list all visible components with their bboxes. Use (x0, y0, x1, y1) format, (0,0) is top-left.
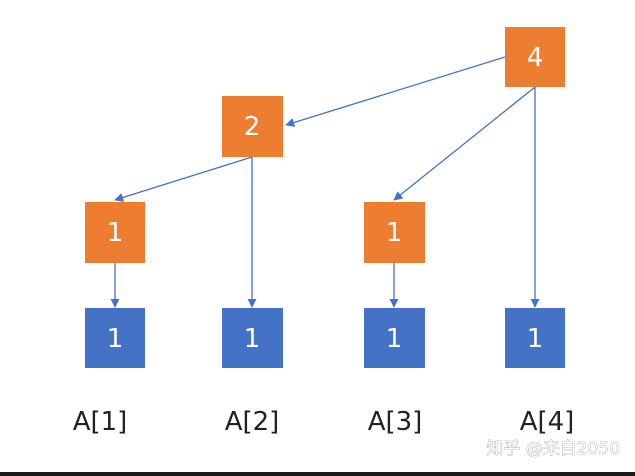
node-c1a-value: 1 (107, 218, 124, 248)
node-a1-value: 1 (107, 324, 124, 354)
array-label-4: A[4] (520, 407, 575, 437)
node-c4: 4 (505, 27, 565, 87)
node-a3-value: 1 (386, 324, 403, 354)
node-c2-value: 2 (244, 112, 261, 142)
array-label-3: A[3] (368, 407, 423, 437)
node-c1b: 1 (364, 202, 425, 263)
node-c2: 2 (222, 96, 283, 157)
node-c1a: 1 (85, 202, 145, 263)
edges (110, 56, 540, 308)
edge-c4-to-c2 (285, 56, 506, 127)
node-a2: 1 (222, 308, 283, 368)
node-a4-value: 1 (527, 324, 544, 354)
node-c4-value: 4 (527, 43, 544, 73)
edge-c2-to-c1a (114, 156, 253, 202)
node-c1b-value: 1 (386, 218, 403, 248)
array-label-2: A[2] (225, 407, 280, 437)
node-a2-value: 1 (244, 324, 261, 354)
edge-c4-to-c1b (393, 86, 536, 201)
node-a1: 1 (85, 308, 145, 368)
watermark: 知乎 @来自2050 (486, 439, 620, 459)
array-label-1: A[1] (73, 407, 128, 437)
bottom-border (0, 472, 635, 476)
node-a3: 1 (364, 308, 425, 368)
node-a4: 1 (505, 308, 565, 368)
